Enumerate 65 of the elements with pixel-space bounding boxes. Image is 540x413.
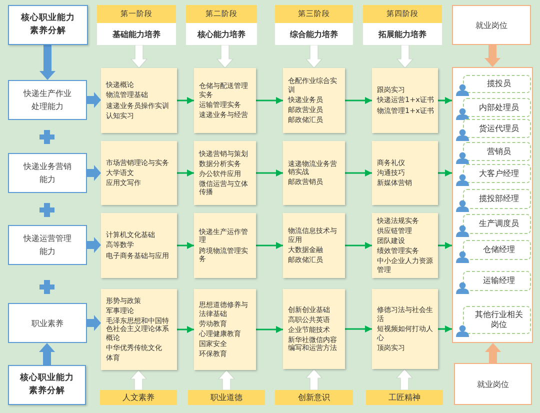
quality-label: 人文素养 [100,390,177,405]
ability-box: 快递业务营销能力 [8,153,87,193]
arrow [345,326,372,332]
stage-title: 核心能力培养 [186,23,257,45]
arrow [177,242,194,249]
arrow [40,45,56,80]
course-box [372,141,438,205]
course-box [372,213,438,278]
arrow [438,242,452,249]
arrow [438,170,452,176]
arrow [438,97,452,104]
course-box [101,141,177,205]
quality-label: 职业道德 [188,390,265,405]
course-box [283,213,345,278]
job-panel [452,67,533,343]
course-box [194,68,256,133]
arrow [256,97,283,104]
arrow [216,44,234,68]
arrow [256,170,283,176]
header-box: 核心职业能力素养分解 [8,365,86,405]
arrow [345,97,372,104]
course-box [194,141,256,205]
arrow [305,44,323,68]
arrow [87,315,101,331]
stage-title: 综合能力培养 [275,23,353,45]
course-box [101,68,177,133]
stage-title: 拓展能力培养 [363,23,442,45]
quality-label: 创新意识 [275,390,353,405]
arrow [438,326,452,332]
course-box [283,68,345,133]
ability-box: 职业素养 [8,303,87,343]
arrow [256,326,283,333]
arrow [39,343,55,365]
arrow [396,44,414,68]
arrow [130,44,148,68]
arrow [177,97,194,104]
arrow [305,368,323,390]
arrow [485,343,501,363]
arrow [87,165,101,181]
stage-title: 基础能力培养 [97,23,176,45]
course-box [101,213,177,278]
course-box [101,289,177,370]
arrow [177,326,194,333]
arrow [345,170,372,176]
course-box [372,68,438,133]
quality-label: 工匠精神 [366,390,443,405]
arrow [177,170,194,176]
ability-box: 快递生产作业处理能力 [8,80,87,120]
arrow [484,45,500,67]
course-box [283,141,345,205]
arrow [87,92,101,108]
arrow [256,242,283,249]
header-box: 就业岗位 [454,363,532,405]
arrow [130,370,148,390]
arrow [87,237,101,253]
course-box [194,289,256,370]
arrow [345,242,372,249]
ability-box: 快递运营管理能力 [8,225,87,265]
course-box [372,289,438,369]
course-box [194,213,256,278]
arrow [396,368,414,390]
arrow [218,370,236,390]
header-box: 核心职业能力素养分解 [8,5,88,45]
course-box [283,289,345,369]
header-box: 就业岗位 [452,5,531,45]
